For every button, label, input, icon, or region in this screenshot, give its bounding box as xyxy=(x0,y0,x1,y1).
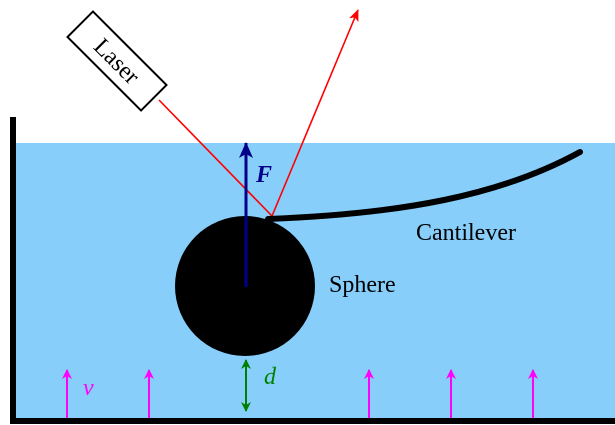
cantilever xyxy=(265,149,583,222)
reflected-laser-beam xyxy=(271,9,359,217)
incident-laser-beam xyxy=(158,99,273,217)
laser-source: Laser xyxy=(66,10,168,112)
cantilever-label: Cantilever xyxy=(416,220,516,246)
sphere-label: Sphere xyxy=(329,272,396,298)
laser-box xyxy=(66,10,168,112)
container-walls xyxy=(10,117,615,424)
force-label: F xyxy=(255,162,272,188)
distance-label: d xyxy=(264,364,277,390)
velocity-arrows xyxy=(62,369,538,418)
velocity-label: v xyxy=(83,375,94,401)
